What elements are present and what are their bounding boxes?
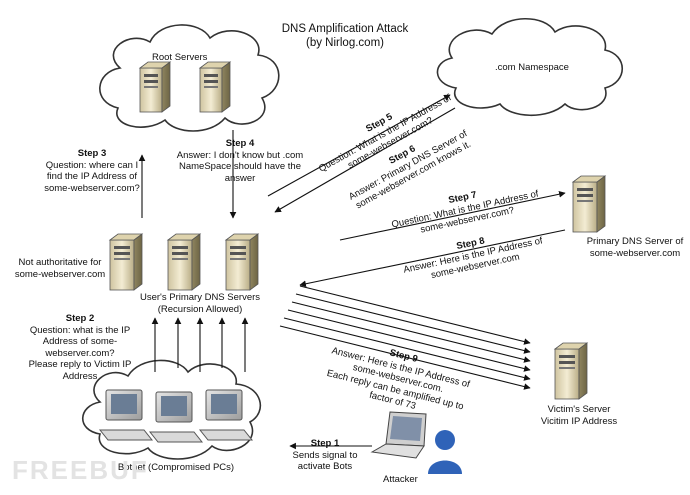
diagram-subtitle: (by Nirlog.com) [306,37,384,49]
com-namespace-label: .com Namespace [495,62,569,73]
users-dns-server-3 [224,233,260,291]
arrows-step2 [151,317,249,372]
arrows [138,94,566,450]
users-dns-server-1 [108,233,144,291]
freebuf-watermark: FREEBUF [12,455,149,485]
botnet-label: Botnet (Compromised PCs) [117,462,235,473]
bot-pc-3 [198,389,254,441]
arrow-step6 [274,107,456,213]
users-dns-server-2 [166,233,202,291]
root-servers-label: Root Servers [152,52,208,63]
arrow-step5 [267,94,451,197]
arrows-step9 [279,285,531,390]
victim-server [553,342,589,400]
root-server-1 [138,61,172,113]
attacker-label: Attacker [383,474,418,485]
bot-pc-1 [98,389,154,441]
diagram-title: DNS Amplification Attack [281,23,409,35]
attacker-laptop [370,411,427,459]
attacker-person-icon [428,430,462,474]
bot-pc-2 [148,391,204,443]
primary-dns-server [571,175,607,233]
com-namespace-cloud [436,17,623,116]
root-server-2 [198,61,232,113]
users-dns-label: User's Primary DNS Servers(Recursion All… [139,292,261,315]
arrow-step8 [299,229,566,288]
arrow-step7 [339,190,566,241]
